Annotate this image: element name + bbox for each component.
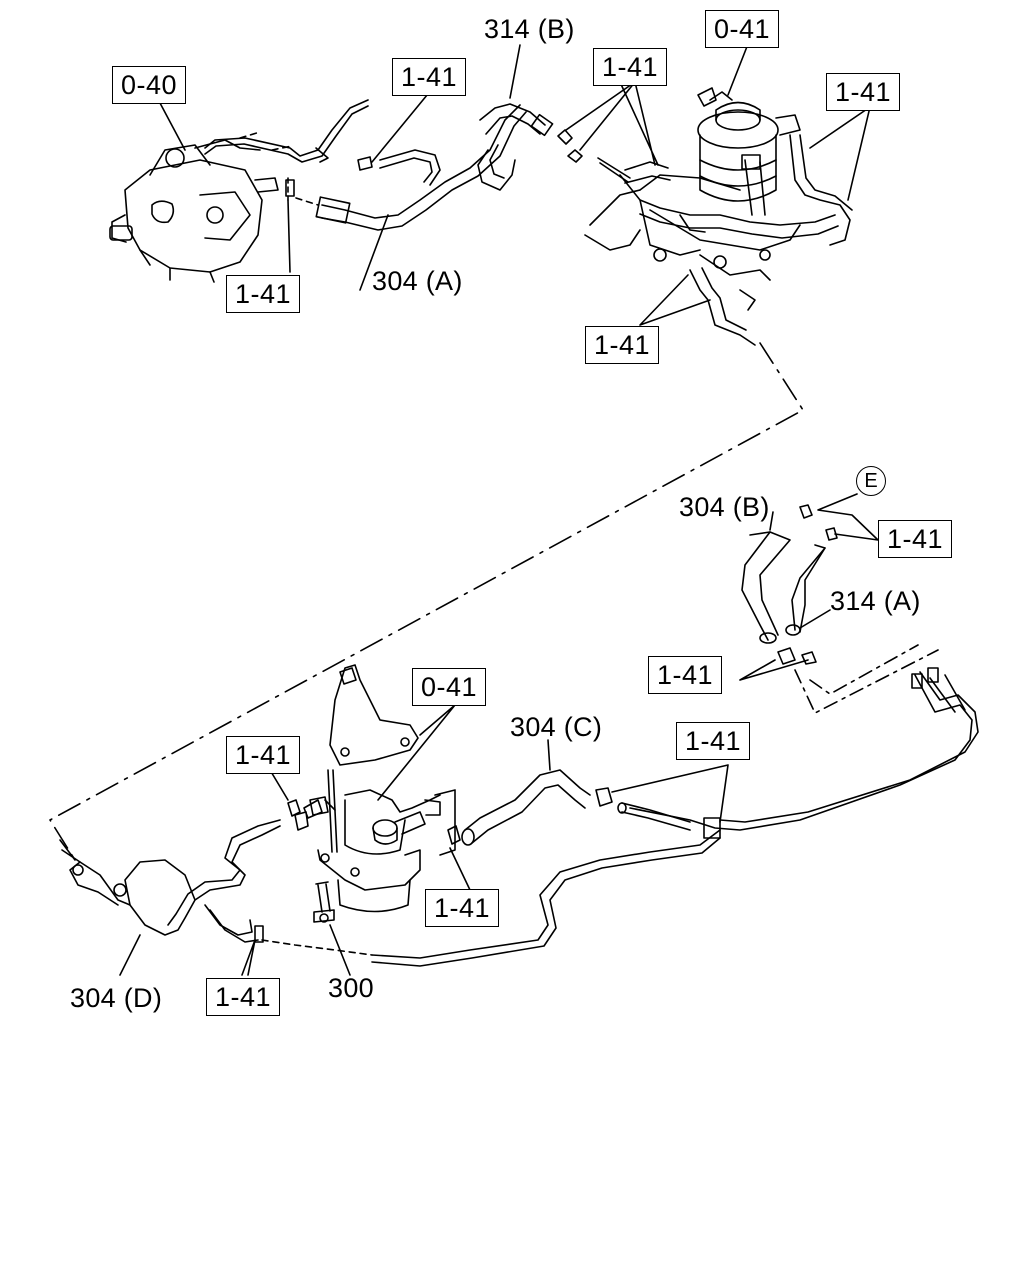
return-pipe — [204, 99, 369, 157]
ref-box-clip-i[interactable]: 1-41 — [226, 736, 301, 774]
ref-box-clip-b[interactable]: 1-41 — [593, 48, 668, 86]
hoses-304b-314a-drawing — [741, 511, 831, 644]
bolt-300-drawing — [313, 881, 351, 976]
leader-filter-top — [727, 43, 749, 96]
hose-304a-drawing — [321, 104, 521, 219]
callout-e: E — [856, 466, 886, 496]
connection-line — [49, 342, 804, 861]
ref-box-filter-bottom[interactable]: 0-41 — [412, 668, 487, 706]
leader-pump — [159, 102, 186, 151]
main-fuel-line-drawing — [371, 667, 979, 967]
label-hose-304a: 304 (A) — [372, 266, 463, 296]
hose-314b-drawing — [479, 103, 546, 126]
ref-box-pump[interactable]: 0-40 — [112, 66, 187, 104]
ref-box-clip-c[interactable]: 1-41 — [826, 73, 901, 111]
ref-box-clip-d[interactable]: 1-41 — [226, 275, 301, 313]
injection-pump-drawing — [109, 139, 279, 283]
label-hose-304d: 304 (D) — [70, 983, 163, 1013]
hose-304c-drawing — [461, 739, 613, 846]
ref-box-filter-top[interactable]: 0-41 — [705, 10, 780, 48]
label-hose-304c: 304 (C) — [510, 712, 603, 742]
label-hose-304b: 304 (B) — [679, 492, 770, 522]
fuel-filter-bottom-drawing — [309, 664, 456, 913]
label-hose-314a: 314 (A) — [830, 586, 921, 616]
ref-box-clip-h[interactable]: 1-41 — [676, 722, 751, 760]
label-hose-314b: 314 (B) — [484, 14, 575, 44]
ref-box-clip-k[interactable]: 1-41 — [206, 978, 281, 1016]
leader-304a — [359, 214, 389, 291]
ref-box-clip-g[interactable]: 1-41 — [648, 656, 723, 694]
ref-box-clip-j[interactable]: 1-41 — [425, 889, 500, 927]
ref-box-clip-f[interactable]: 1-41 — [878, 520, 953, 558]
hose-304d-drawing — [59, 799, 373, 976]
label-bolt-300: 300 — [328, 973, 374, 1003]
ref-box-clip-e[interactable]: 1-41 — [585, 326, 660, 364]
ref-box-clip-a[interactable]: 1-41 — [392, 58, 467, 96]
fuel-filter-top-drawing — [584, 87, 853, 346]
